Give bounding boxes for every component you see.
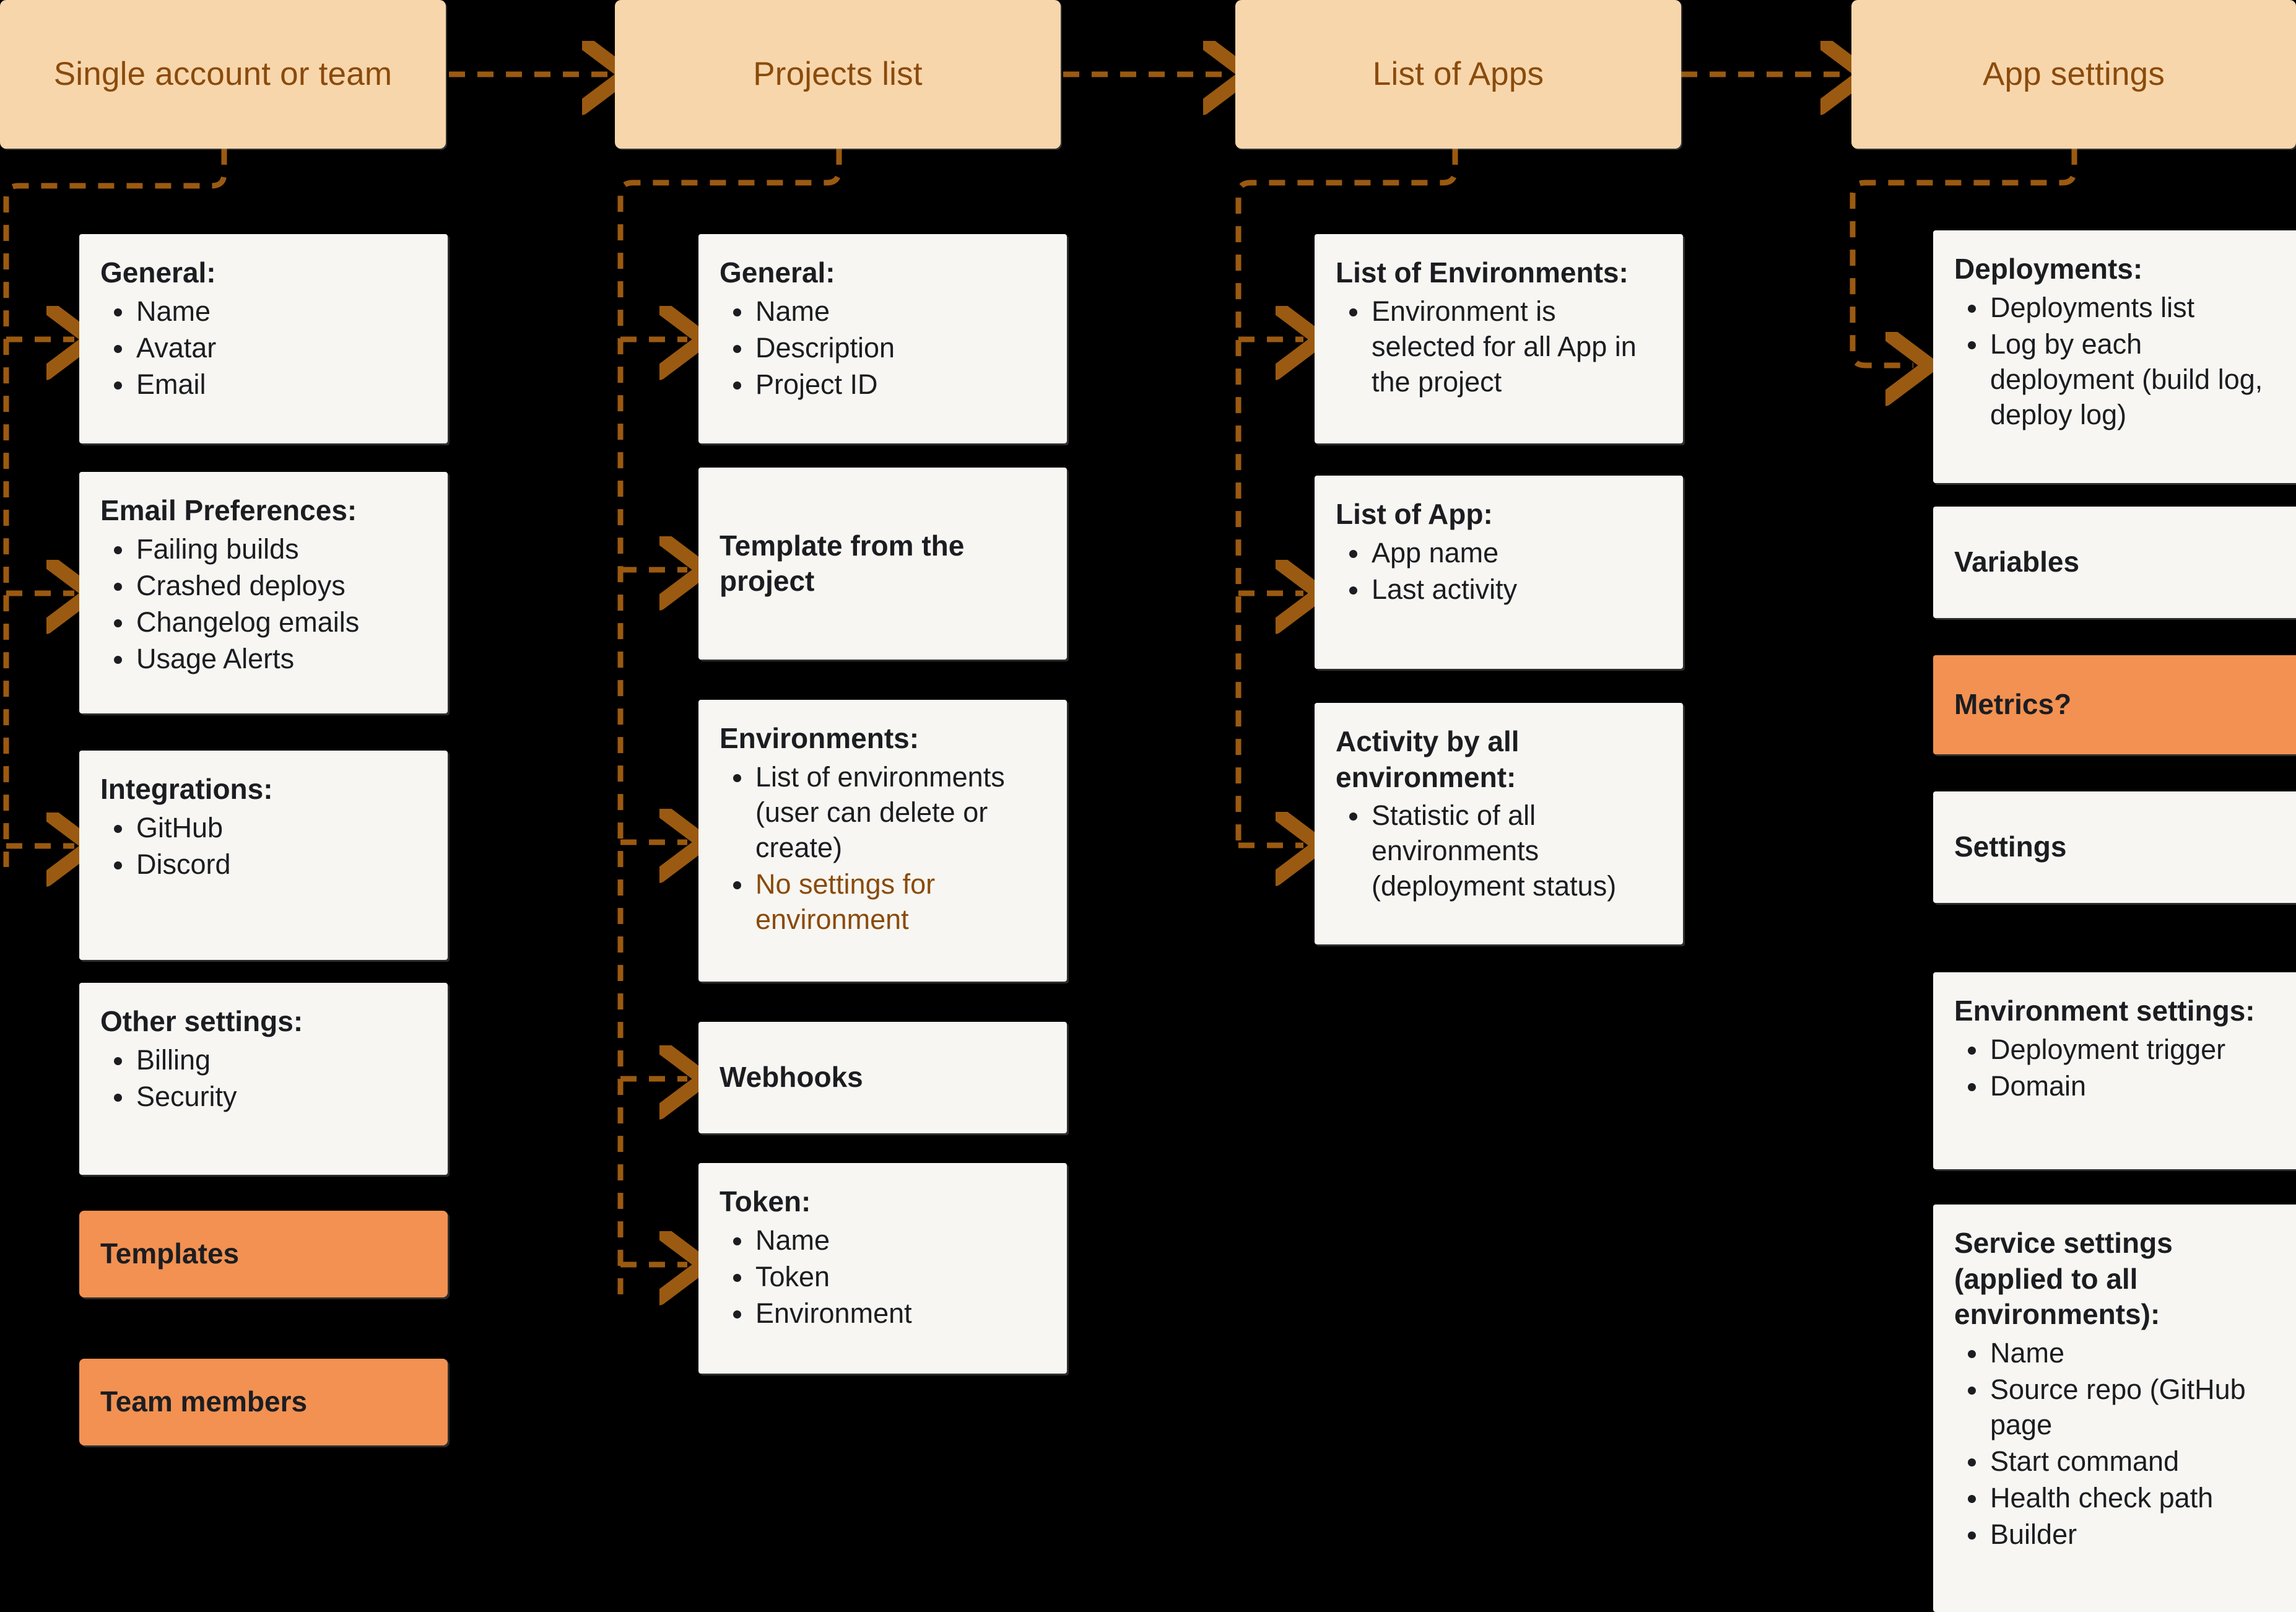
card-general-account[interactable]: General: Name Avatar Email: [79, 234, 448, 443]
card-title: List of App:: [1336, 498, 1493, 530]
list-item: Domain: [1954, 1068, 2277, 1104]
card-activity-by-all-environment[interactable]: Activity by all environment: Statistic o…: [1315, 703, 1683, 944]
card-environment-settings[interactable]: Environment settings: Deployment trigger…: [1933, 972, 2296, 1169]
card-template-from-project[interactable]: Template from the project: [698, 468, 1067, 660]
card-webhooks[interactable]: Webhooks: [698, 1022, 1067, 1133]
card-list-of-app[interactable]: List of App: App name Last activity: [1315, 476, 1683, 669]
list-item: Description: [720, 330, 1042, 365]
card-list-of-environments[interactable]: List of Environments: Environment is sel…: [1315, 234, 1683, 443]
list-item: Avatar: [100, 330, 423, 365]
list-item: Deployments list: [1954, 290, 2277, 325]
card-title: Team members: [100, 1385, 308, 1418]
list-item: Health check path: [1954, 1480, 2277, 1515]
column-header-label: Single account or team: [53, 56, 393, 93]
list-item: GitHub: [100, 810, 423, 845]
card-list: Statistic of all environments (deploymen…: [1336, 798, 1658, 904]
card-deployments[interactable]: Deployments: Deployments list Log by eac…: [1933, 230, 2296, 483]
card-title: Settings: [1954, 830, 2067, 863]
card-title: Environments:: [720, 722, 920, 754]
card-title: Templates: [100, 1237, 240, 1270]
list-item: App name: [1336, 535, 1658, 570]
list-item: Deployment trigger: [1954, 1032, 2277, 1067]
list-item: Project ID: [720, 367, 1042, 402]
list-item: Failing builds: [100, 531, 423, 567]
card-list: Environment is selected for all App in t…: [1336, 294, 1658, 399]
card-title: General:: [720, 256, 835, 289]
list-item: Log by each deployment (build log, deplo…: [1954, 326, 2277, 432]
list-item: Changelog emails: [100, 604, 423, 640]
card-title: General:: [100, 256, 216, 289]
card-title: Environment settings:: [1954, 995, 2255, 1027]
card-list: Name Avatar Email: [100, 294, 423, 402]
list-item: List of environments (user can delete or…: [720, 759, 1042, 865]
card-settings[interactable]: Settings: [1933, 791, 2296, 903]
column-header-label: Projects list: [753, 56, 923, 93]
card-title: Variables: [1954, 546, 2080, 578]
card-title: Service settings (applied to all environ…: [1954, 1227, 2173, 1330]
card-title: Metrics?: [1954, 688, 2072, 721]
column-header-label: List of Apps: [1372, 56, 1544, 93]
list-item: Discord: [100, 847, 423, 882]
column-header-list-of-apps[interactable]: List of Apps: [1235, 0, 1681, 149]
list-item: Last activity: [1336, 572, 1658, 607]
list-item: Builder: [1954, 1517, 2277, 1552]
list-item: Name: [720, 1222, 1042, 1258]
list-item: Email: [100, 367, 423, 402]
card-variables[interactable]: Variables: [1933, 507, 2296, 618]
card-list: Name Token Environment: [720, 1222, 1042, 1331]
card-environments[interactable]: Environments: List of environments (user…: [698, 700, 1067, 982]
list-item: Environment: [720, 1296, 1042, 1331]
column-header-projects-list[interactable]: Projects list: [615, 0, 1061, 149]
card-general-project[interactable]: General: Name Description Project ID: [698, 234, 1067, 443]
card-list: List of environments (user can delete or…: [720, 759, 1042, 938]
list-item: Token: [720, 1259, 1042, 1294]
card-metrics[interactable]: Metrics?: [1933, 655, 2296, 754]
card-list: Failing builds Crashed deploys Changelog…: [100, 531, 423, 677]
card-team-members[interactable]: Team members: [79, 1359, 448, 1445]
list-item: Usage Alerts: [100, 641, 423, 676]
card-templates[interactable]: Templates: [79, 1211, 448, 1297]
card-title: Deployments:: [1954, 253, 2143, 285]
column-header-single-account-or-team[interactable]: Single account or team: [0, 0, 446, 149]
list-item-highlight: No settings for environment: [720, 866, 1042, 937]
card-service-settings[interactable]: Service settings (applied to all environ…: [1933, 1205, 2296, 1612]
column-header-app-settings[interactable]: App settings: [1851, 0, 2296, 149]
card-title: Template from the project: [720, 529, 965, 598]
card-title: Token:: [720, 1185, 811, 1218]
card-list: Deployments list Log by each deployment …: [1954, 290, 2277, 433]
card-list: Name Source repo (GitHub page Start comm…: [1954, 1335, 2277, 1553]
card-title: List of Environments:: [1336, 256, 1629, 289]
card-integrations[interactable]: Integrations: GitHub Discord: [79, 751, 448, 960]
column-header-label: App settings: [1982, 56, 2165, 93]
list-item: Billing: [100, 1042, 423, 1078]
list-item: Name: [100, 294, 423, 329]
list-item: Start command: [1954, 1444, 2277, 1479]
card-list: GitHub Discord: [100, 810, 423, 882]
card-title: Email Preferences:: [100, 494, 357, 526]
list-item: Name: [1954, 1335, 2277, 1370]
list-item: Name: [720, 294, 1042, 329]
card-email-preferences[interactable]: Email Preferences: Failing builds Crashe…: [79, 472, 448, 713]
card-list: App name Last activity: [1336, 535, 1658, 607]
card-list: Deployment trigger Domain: [1954, 1032, 2277, 1104]
card-list: Billing Security: [100, 1042, 423, 1114]
card-title: Activity by all environment:: [1336, 725, 1520, 793]
list-item: Security: [100, 1079, 423, 1114]
card-list: Name Description Project ID: [720, 294, 1042, 402]
card-token[interactable]: Token: Name Token Environment: [698, 1163, 1067, 1374]
list-item: Environment is selected for all App in t…: [1336, 294, 1658, 399]
list-item: Crashed deploys: [100, 568, 423, 603]
card-title: Webhooks: [720, 1061, 863, 1094]
card-title: Other settings:: [100, 1005, 303, 1037]
card-title: Integrations:: [100, 773, 273, 805]
card-other-settings[interactable]: Other settings: Billing Security: [79, 983, 448, 1175]
list-item: Source repo (GitHub page: [1954, 1372, 2277, 1442]
list-item: Statistic of all environments (deploymen…: [1336, 798, 1658, 904]
